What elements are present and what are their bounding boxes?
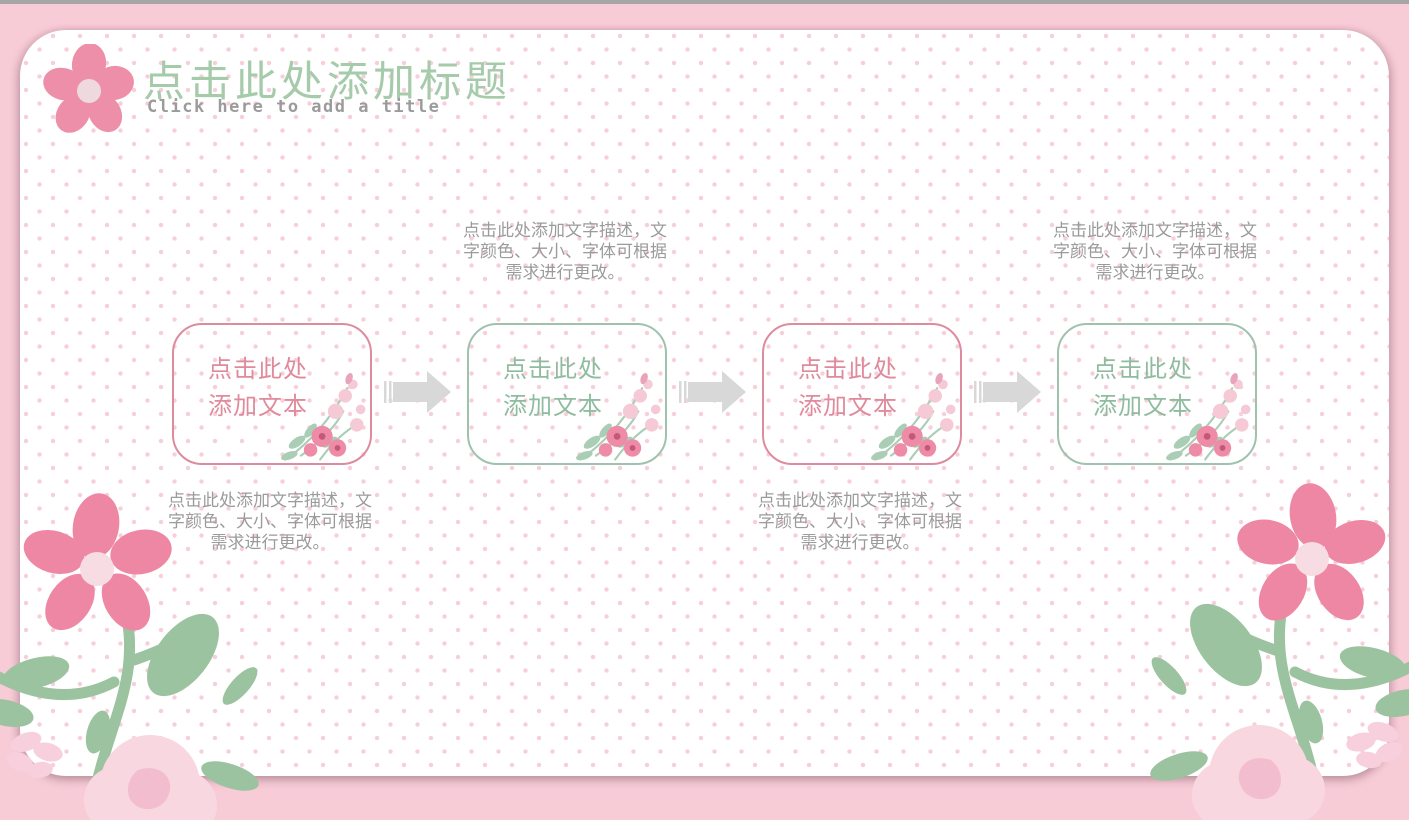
window-edge [0,0,1409,4]
title-flower-icon [43,44,134,133]
step-label: 点击此处 添加文本 [798,355,898,420]
bouquet-flower-icon [871,373,956,461]
slide-subtitle[interactable]: Click here to add a title [147,97,441,117]
step-box-3[interactable]: 点击此处 添加文本 [762,323,962,465]
arrow-right-icon [974,371,1041,413]
bouquet-flower-icon [1166,373,1251,461]
bouquet-flower-icon [281,373,366,461]
step-label: 点击此处 添加文本 [503,355,603,420]
step-description-3[interactable]: 点击此处添加文字描述，文字颜色、大小、字体可根据需求进行更改。 [758,491,962,553]
step-description-2[interactable]: 点击此处添加文字描述，文字颜色、大小、字体可根据需求进行更改。 [463,221,667,283]
step-description-1[interactable]: 点击此处添加文字描述，文字颜色、大小、字体可根据需求进行更改。 [168,491,372,553]
arrow-right-icon [679,371,746,413]
arrow-right-icon [384,371,451,413]
slide-title[interactable]: 点击此处添加标题 [143,57,512,106]
step-description-4[interactable]: 点击此处添加文字描述，文字颜色、大小、字体可根据需求进行更改。 [1053,221,1257,283]
step-box-2[interactable]: 点击此处 添加文本 [467,323,667,465]
corner-flower-decoration [0,493,259,820]
bouquet-flower-icon [576,373,661,461]
step-label: 点击此处 添加文本 [1093,355,1193,420]
step-box-4[interactable]: 点击此处 添加文本 [1057,323,1257,465]
step-box-1[interactable]: 点击此处 添加文本 [172,323,372,465]
step-label: 点击此处 添加文本 [208,355,308,420]
corner-flower-decoration [1150,483,1409,820]
slide-canvas [20,30,1389,776]
